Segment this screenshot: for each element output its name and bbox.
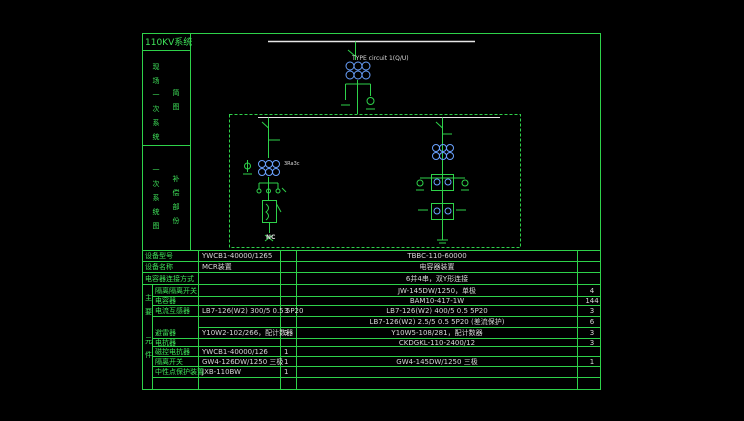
row-right-qty: 3 (589, 329, 595, 337)
row-right-spec: LB7-126(W2) 400/5 0.5 5P20 (386, 307, 488, 315)
row-left-spec: LB7-126(W2) 300/5 0.5 5P20 (202, 307, 304, 315)
vertical-char: 补 (172, 175, 180, 183)
fuse-label: 3Ra3c (284, 161, 300, 167)
vertical-char: 次 (152, 105, 160, 113)
group-label-char: 元 (145, 337, 152, 345)
row-right-spec: CKDGKL-110-2400/12 (398, 339, 476, 347)
vertical-char: 一 (152, 166, 160, 174)
vertical-char: 场 (152, 77, 160, 85)
header-right-value: TBBC-110-60000 (407, 252, 467, 260)
row-right-qty: 4 (589, 287, 595, 295)
header-right-value: 6并4串，双Y形连接 (405, 275, 469, 283)
row-left-qty: 1 (284, 368, 289, 376)
row-name: 避雷器 (155, 329, 176, 337)
row-right-qty: 6 (589, 318, 595, 326)
group-label-char: 件 (145, 351, 152, 359)
row-name: 隔离开关 (155, 358, 183, 366)
row-name: 磁控电抗器 (155, 348, 190, 356)
header-label: 设备型号 (145, 252, 173, 260)
row-right-spec: BAM10-417-1W (409, 297, 465, 305)
row-name: 电抗器 (155, 339, 176, 347)
header-left-value: MCR装置 (202, 263, 232, 271)
row-right-qty: 1 (589, 358, 595, 366)
row-right-spec: LB7-126(W2) 2.5/5 0.5 5P20 (差流保护) (369, 318, 505, 326)
row-left-spec: YWCB1-40000/126 (202, 348, 268, 356)
header-label: 设备名称 (145, 263, 173, 271)
vertical-char: 统 (152, 133, 160, 141)
vertical-char: 系 (152, 119, 160, 127)
vertical-char: 偿 (172, 189, 180, 197)
system-title: 110KV系统 (145, 38, 193, 48)
row-right-spec: JW-145DW/1250，单极 (397, 287, 477, 295)
vertical-char: 统 (152, 208, 160, 216)
row-right-qty: 144 (585, 297, 599, 305)
vertical-char: 简 (172, 89, 180, 97)
row-left-qty: 1 (284, 348, 289, 356)
vertical-char: 部 (172, 203, 180, 211)
vertical-char: 次 (152, 180, 160, 188)
vertical-char: 系 (152, 194, 160, 202)
group-label-char: 要 (145, 308, 152, 316)
row-right-qty: 3 (589, 307, 595, 315)
row-right-spec: GW4-145DW/1250 三极 (396, 358, 478, 366)
row-right-qty: 3 (589, 339, 595, 347)
row-right-spec: Y10W5-108/281，配计数器 (391, 329, 483, 337)
vertical-char: 份 (172, 217, 180, 225)
row-left-spec: JXB-110BW (202, 368, 242, 376)
top-circuit-label: TYPE circuit 1(Q/U) (352, 55, 409, 62)
row-name: 电容器 (155, 297, 176, 305)
row-name: 隔离隔离开关 (155, 287, 197, 295)
row-left-spec: Y10W2-102/266，配计数器 (202, 329, 294, 337)
row-left-spec: GW4-126DW/1250 三极 (202, 358, 284, 366)
header-label: 电容器连接方式 (145, 275, 194, 283)
nc-label: NC (266, 234, 276, 241)
vertical-char: 图 (172, 103, 180, 111)
vertical-char: 现 (152, 63, 160, 71)
compensation-box (229, 114, 521, 248)
row-left-qty: 3 (284, 307, 289, 315)
row-left-qty: 3 (284, 329, 289, 337)
row-name: 中性点保护装置 (155, 368, 204, 376)
vertical-char: 图 (152, 222, 160, 230)
row-left-qty: 1 (284, 358, 289, 366)
vertical-char: 一 (152, 91, 160, 99)
drawing-frame (142, 33, 601, 390)
header-right-value: 电容器装置 (419, 263, 455, 271)
header-left-value: YWCB1-40000/1265 (202, 252, 273, 260)
row-name: 电流互感器 (155, 307, 190, 315)
group-label-char: 主 (145, 294, 152, 302)
